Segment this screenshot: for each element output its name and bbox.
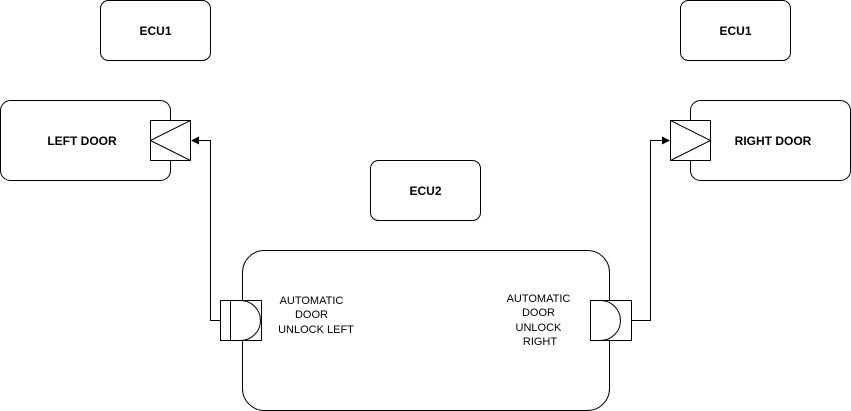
right-door-label: RIGHT DOOR — [735, 134, 812, 148]
unlock-right-output-port[interactable] — [590, 300, 632, 341]
connector-unlock-right-to-right-door[interactable] — [631, 136, 670, 321]
left-door-block[interactable]: LEFT DOOR — [0, 100, 171, 181]
ecu1-left-label: ECU1 — [139, 24, 171, 38]
unlock-left-output-port[interactable] — [220, 300, 262, 341]
ecu2-label: ECU2 — [409, 184, 441, 198]
left-door-input-port[interactable] — [150, 120, 191, 161]
ecu1-right-label: ECU1 — [719, 24, 751, 38]
ecu2-block[interactable]: ECU2 — [370, 160, 481, 221]
left-door-label: LEFT DOOR — [47, 134, 117, 148]
right-door-input-port[interactable] — [670, 120, 712, 161]
ecu1-left-block[interactable]: ECU1 — [100, 0, 211, 61]
ecu1-right-block[interactable]: ECU1 — [680, 0, 791, 61]
connector-unlock-left-to-left-door[interactable] — [191, 136, 221, 321]
right-door-block[interactable]: RIGHT DOOR — [690, 100, 851, 181]
unlock-left-label: AUTOMATIC DOOR UNLOCK LEFT — [278, 295, 354, 336]
unlock-right-label: AUTOMATIC DOOR UNLOCK RIGHT — [507, 293, 574, 348]
